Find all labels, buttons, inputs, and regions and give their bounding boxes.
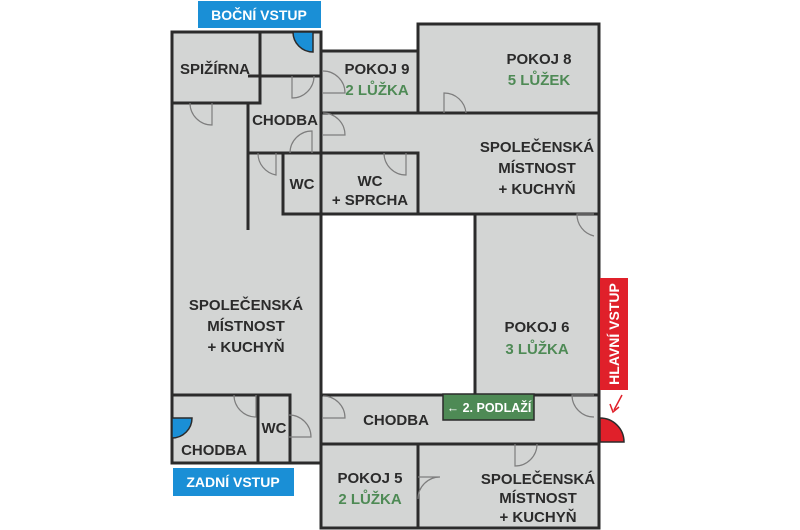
room-5-label: POKOJ 5 [337,470,402,487]
room-5[interactable] [319,442,420,530]
door-icon [443,92,467,114]
corridor-bottom-label: CHODBA [363,412,429,429]
door-icon [233,394,257,418]
side-entrance-door-icon[interactable] [292,31,314,53]
door-icon [322,112,346,136]
room-6-beds: 3 LŮŽKA [505,339,569,358]
back-entrance-label: ZADNÍ VSTUP [186,474,279,490]
main-entrance-door-icon[interactable] [599,417,625,443]
door-icon [576,213,595,237]
room-common-bottom[interactable] [416,442,601,530]
room-9-beds: 2 LŮŽKA [345,80,409,99]
door-icon [322,70,346,94]
door-icon [189,102,213,126]
room-wc-shower[interactable] [319,151,420,216]
main-entrance-label: HLAVNÍ VSTUP [606,283,622,385]
wc-shower-label: WC+ SPRCHA [332,173,408,209]
door-icon [291,75,315,99]
door-icon [289,130,313,154]
doors [189,70,595,500]
door-icon [383,152,407,176]
room-8[interactable] [416,22,601,115]
door-icon [571,394,595,418]
back-corridor-label: CHODBA [181,442,247,459]
door-icon [514,443,538,467]
door-icon [257,152,277,176]
room-wc-bottom[interactable] [256,393,292,465]
room-6[interactable] [473,212,601,397]
back-entrance-badge [173,468,294,496]
arrow-icon [609,394,623,414]
wall [246,74,321,230]
room-8-beds: 5 LŮŽEK [508,70,571,89]
stairs-sign [442,393,535,421]
side-entrance-label: BOČNÍ VSTUP [211,6,307,23]
room-9-label: POKOJ 9 [344,61,409,78]
room-5-beds: 2 LŮŽKA [338,489,402,508]
door-icon [288,414,312,438]
wc-top-label: WC [290,176,315,193]
door-icon [322,395,346,419]
room-pantry[interactable] [170,30,262,105]
pantry-label: SPIŽÍRNA [180,60,250,78]
door-icon [417,476,441,500]
corridor-top-label: CHODBA [252,112,318,129]
stairs-sign-label: ← 2. PODLAŽÍ [447,400,532,415]
main-entrance-badge [600,278,628,390]
room-6-label: POKOJ 6 [504,319,569,336]
side-entrance-badge [198,1,321,28]
room-8-label: POKOJ 8 [506,51,571,68]
wc-bottom-label: WC [262,420,287,437]
back-entrance-door-icon[interactable] [171,417,193,439]
